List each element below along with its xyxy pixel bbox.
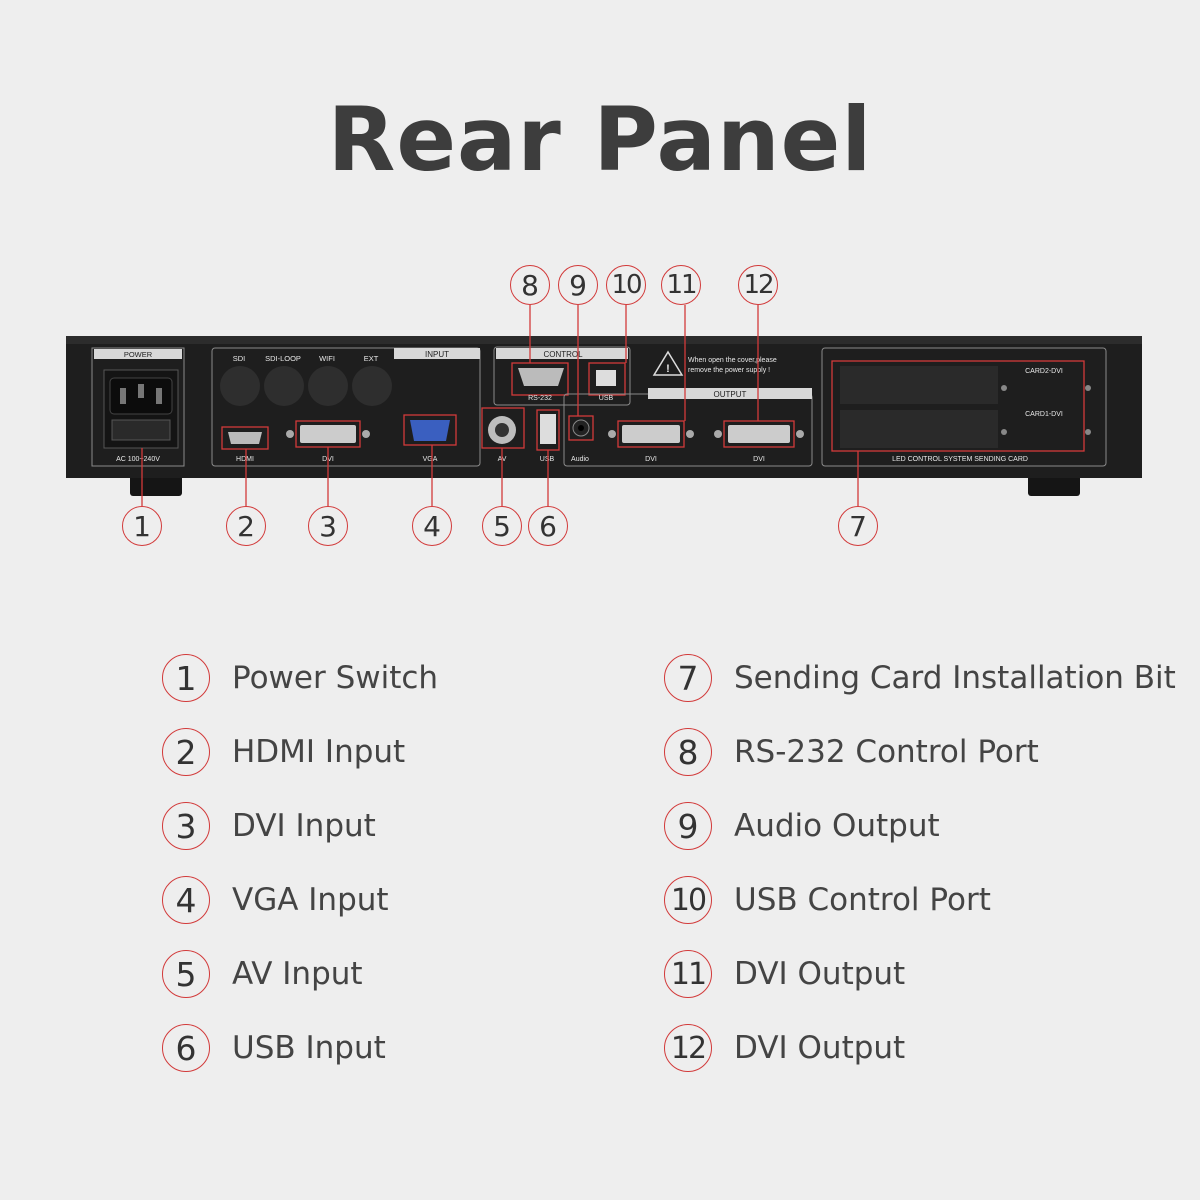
callout-7: 7 — [838, 506, 878, 546]
callout-8: 8 — [510, 265, 550, 305]
callout-2: 2 — [226, 506, 266, 546]
control-label: CONTROL — [543, 350, 583, 359]
vga-port — [410, 420, 450, 441]
card1-slot — [840, 410, 998, 448]
legend-item: 4 VGA Input — [162, 874, 389, 926]
warning-icon — [652, 350, 684, 376]
power-label: POWER — [124, 350, 153, 359]
bottom-leader-lines — [141, 445, 859, 506]
legend-label: Sending Card Installation Bit — [734, 660, 1176, 696]
legend-item: 8 RS-232 Control Port — [664, 726, 1039, 778]
legend-number: 8 — [664, 728, 712, 776]
control-section — [493, 346, 631, 406]
callout-10: 10 — [606, 265, 646, 305]
sdi-loop-label: SDI-LOOP — [265, 354, 301, 363]
legend-item: 1 Power Switch — [162, 652, 438, 704]
ext-label: EXT — [364, 354, 379, 363]
rs232-label: RS-232 — [528, 395, 552, 402]
power-section — [91, 347, 185, 467]
legend-label: HDMI Input — [232, 734, 406, 770]
legend-label: USB Control Port — [734, 882, 991, 918]
dvi-out1-label: DVI — [645, 456, 657, 463]
warning-text-2: remove the power supply ! — [688, 367, 770, 374]
input-label: INPUT — [425, 350, 449, 359]
legend-number: 7 — [664, 654, 712, 702]
legend-item: 11 DVI Output — [664, 948, 905, 1000]
output-label: OUTPUT — [714, 390, 747, 399]
legend-number: 4 — [162, 876, 210, 924]
legend-number: 11 — [664, 950, 712, 998]
usb-input-port — [540, 414, 556, 444]
warning-text: When open the cover,please — [688, 357, 777, 364]
legend-label: DVI Output — [734, 956, 906, 992]
legend-number: 10 — [664, 876, 712, 924]
power-rating-label: AC 100~240V — [116, 456, 160, 463]
legend-number: 1 — [162, 654, 210, 702]
usb-control-port — [596, 370, 616, 386]
wifi-port-cover — [308, 366, 348, 406]
wifi-label: WIFI — [319, 354, 335, 363]
legend-number: 2 — [162, 728, 210, 776]
legend-label: USB Input — [232, 1030, 386, 1066]
legend-number: 6 — [162, 1024, 210, 1072]
card2-slot — [840, 366, 998, 404]
page-title: Rear Panel — [327, 88, 873, 191]
legend-number: 5 — [162, 950, 210, 998]
top-leader-lines — [529, 305, 759, 421]
legend-label: Audio Output — [734, 808, 940, 844]
legend-item: 3 DVI Input — [162, 800, 376, 852]
hdmi-label: HDMI — [236, 456, 254, 463]
rs232-port — [518, 368, 564, 386]
callout-12: 12 — [738, 265, 778, 305]
callout-6: 6 — [528, 506, 568, 546]
ext-port-cover — [352, 366, 392, 406]
legend-label: DVI Output — [734, 1030, 906, 1066]
usb-in-label: USB — [540, 456, 555, 463]
legend-item: 6 USB Input — [162, 1022, 386, 1074]
legend-label: DVI Input — [232, 808, 376, 844]
hdmi-port — [228, 432, 262, 444]
audio-label: Audio — [571, 456, 589, 463]
legend-item: 9 Audio Output — [664, 800, 940, 852]
dvi-output-port-2 — [728, 425, 790, 443]
sending-card-label: LED CONTROL SYSTEM SENDING CARD — [892, 456, 1028, 463]
legend-label: Power Switch — [232, 660, 439, 696]
sdi-port-cover — [220, 366, 260, 406]
sdi-loop-port-cover — [264, 366, 304, 406]
card2-label: CARD2-DVI — [1025, 368, 1063, 375]
legend-item: 10 USB Control Port — [664, 874, 991, 926]
legend-label: VGA Input — [232, 882, 389, 918]
legend-item: 2 HDMI Input — [162, 726, 405, 778]
legend-item: 5 AV Input — [162, 948, 363, 1000]
dvi-out2-label: DVI — [753, 456, 765, 463]
legend-item: 7 Sending Card Installation Bit — [664, 652, 1176, 704]
legend-number: 12 — [664, 1024, 712, 1072]
legend-number: 3 — [162, 802, 210, 850]
sending-card-section — [821, 347, 1107, 467]
callout-5: 5 — [482, 506, 522, 546]
callout-1: 1 — [122, 506, 162, 546]
callout-3: 3 — [308, 506, 348, 546]
legend-number: 9 — [664, 802, 712, 850]
rear-panel-diagram: POWER AC 100~240V INPUT SDI SDI-LOOP WIF… — [66, 305, 1142, 506]
card1-label: CARD1-DVI — [1025, 411, 1063, 418]
callout-4: 4 — [412, 506, 452, 546]
svg-text:!: ! — [666, 363, 670, 375]
legend-item: 12 DVI Output — [664, 1022, 905, 1074]
dvi-output-port-1 — [622, 425, 680, 443]
legend-label: AV Input — [232, 956, 363, 992]
usb-ctrl-label: USB — [599, 395, 614, 402]
callout-9: 9 — [558, 265, 598, 305]
input-section — [211, 347, 481, 467]
legend-label: RS-232 Control Port — [734, 734, 1039, 770]
vga-label: VGA — [423, 456, 438, 463]
sdi-label: SDI — [233, 354, 246, 363]
callout-11: 11 — [661, 265, 701, 305]
dvi-input-port — [300, 425, 356, 443]
